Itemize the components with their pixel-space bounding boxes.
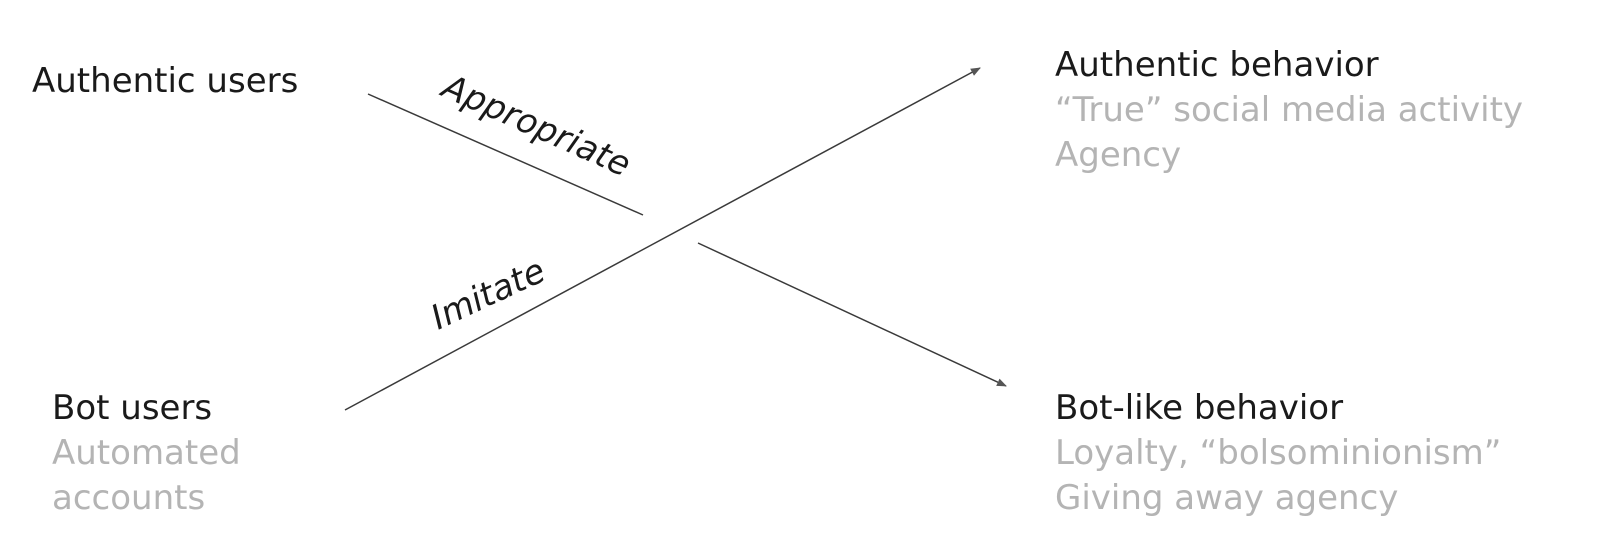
botlike-behavior-subtitle-line-1: Loyalty, “bolsominionism” [1055,433,1502,473]
bot-users-label: Bot users [52,388,213,428]
appropriate-arrow-segment-1 [367,93,644,216]
authentic-behavior-subtitle-line-2: Agency [1055,135,1182,175]
botlike-behavior-subtitle-line-2: Giving away agency [1055,478,1399,518]
imitate-edge-label: Imitate [425,251,552,338]
authentic-behavior-subtitle-line-1: “True” social media activity [1055,90,1524,130]
imitate-arrow [344,67,981,411]
botlike-behavior-label: Bot-like behavior [1055,388,1344,428]
appropriate-arrow-segment-2 [697,242,1007,387]
authentic-users-label: Authentic users [32,61,299,101]
bot-users-subtitle-line-2: accounts [52,478,206,518]
bot-users-subtitle-line-1: Automated [52,433,241,473]
authentic-behavior-label: Authentic behavior [1055,45,1379,85]
